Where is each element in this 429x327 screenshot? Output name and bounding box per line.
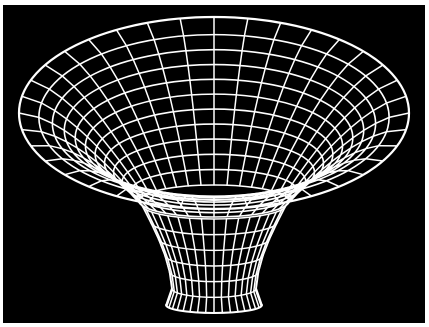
wormhole-diagram bbox=[3, 5, 425, 323]
